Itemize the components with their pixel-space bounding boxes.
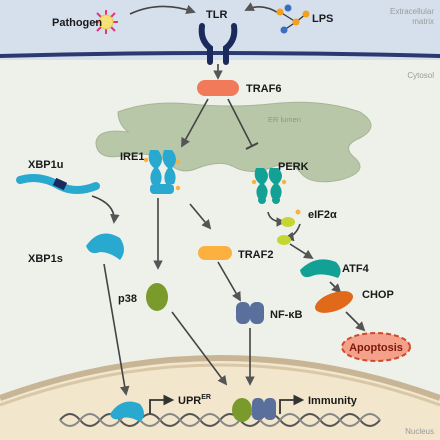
traf2-to-nfkb-arrow bbox=[217, 261, 241, 302]
cytosol-label: Cytosol bbox=[407, 71, 434, 80]
nfkb-bound-shape bbox=[252, 398, 276, 420]
traf6-inhibits-perk-bar bbox=[245, 142, 259, 150]
chop-label: CHOP bbox=[362, 289, 394, 301]
chop-shape bbox=[314, 291, 354, 313]
nucleus-label: Nucleus bbox=[405, 427, 434, 436]
eif2a-phosphate bbox=[295, 209, 301, 215]
xbp1u-to-xbp1s-arrow bbox=[91, 195, 120, 224]
perk-label: PERK bbox=[278, 161, 309, 173]
lps-icon bbox=[276, 4, 310, 34]
xbp1s-to-nucleus-arrow bbox=[103, 263, 130, 396]
immunity-transcription-arrow bbox=[279, 394, 305, 414]
traf2-shape bbox=[198, 246, 232, 260]
p38-shape bbox=[146, 283, 168, 311]
nuclear-envelope bbox=[0, 355, 440, 401]
xbp1s-shape bbox=[86, 233, 124, 260]
traf6-inhibits-perk-line bbox=[227, 98, 253, 147]
traf6-label: TRAF6 bbox=[246, 83, 281, 95]
nucleus-region bbox=[0, 360, 440, 440]
atf4-shape bbox=[300, 259, 341, 278]
extracellular-label-2: matrix bbox=[412, 17, 434, 26]
extracellular-region bbox=[0, 0, 440, 60]
p38-label: p38 bbox=[118, 293, 137, 305]
eif2a-label: eIF2α bbox=[308, 209, 337, 221]
xbp1s-label: XBP1s bbox=[28, 253, 63, 265]
immunity-label: Immunity bbox=[308, 395, 358, 407]
p38-bound-shape bbox=[232, 398, 252, 422]
plasma-membrane bbox=[0, 51, 440, 58]
traf2-label: TRAF2 bbox=[238, 249, 273, 261]
tlr-receptor bbox=[198, 23, 238, 65]
ire1-label: IRE1 bbox=[120, 151, 144, 163]
pathogen-to-tlr-arrow bbox=[129, 4, 196, 15]
p38-to-nucleus-arrow bbox=[171, 311, 228, 386]
tlr-label: TLR bbox=[206, 9, 227, 21]
chop-to-apoptosis-arrow bbox=[345, 311, 366, 332]
xbp1u-shape bbox=[16, 174, 100, 194]
atf4-label: ATF4 bbox=[342, 263, 370, 275]
xbp1u-label: XBP1u bbox=[28, 159, 63, 171]
nuclear-envelope-inner bbox=[0, 363, 440, 407]
ire1-receptor bbox=[143, 150, 181, 194]
ire1-to-traf2-arrow bbox=[189, 203, 212, 230]
extracellular-label: Extracellular bbox=[390, 7, 434, 16]
upr-transcription-arrow bbox=[149, 394, 175, 414]
pathogen-label: Pathogen bbox=[52, 17, 102, 29]
traf6-to-ire1-arrow bbox=[181, 98, 209, 148]
eif2a-to-atf4-arrow bbox=[289, 243, 314, 260]
apoptosis-shape bbox=[341, 332, 411, 362]
eif2a-unphosphorylated-shape bbox=[281, 217, 295, 227]
traf6-shape bbox=[197, 80, 239, 96]
upr-label: UPRER bbox=[178, 394, 211, 407]
nfkb-label: NF-κB bbox=[270, 309, 302, 321]
perk-receptor bbox=[251, 168, 287, 204]
xbp1s-bound-shape bbox=[110, 401, 144, 422]
pathogen-icon bbox=[94, 10, 118, 34]
lps-label: LPS bbox=[312, 13, 333, 25]
eif2a-phosphorylated-shape bbox=[277, 235, 291, 245]
er-lumen-label: ER lumen bbox=[268, 115, 301, 124]
nfkb-shape bbox=[236, 302, 264, 324]
atf4-to-chop-arrow bbox=[329, 281, 342, 294]
apoptosis-label: Apoptosis bbox=[349, 342, 403, 354]
er-lumen-shape bbox=[95, 101, 372, 183]
